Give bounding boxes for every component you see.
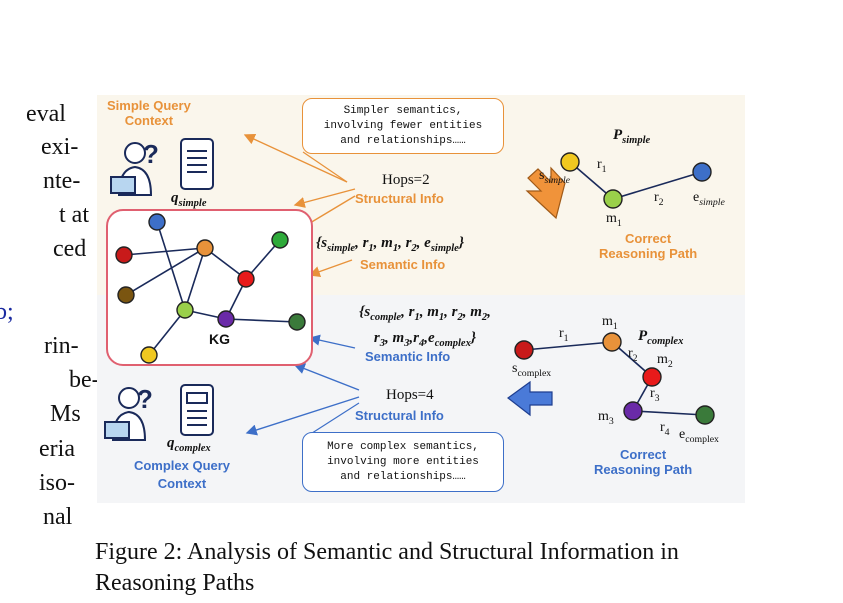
orange-block-arrow (525, 166, 566, 220)
document-icon-complex (180, 384, 214, 436)
kg-box (106, 209, 313, 366)
complex-reasoning-path (514, 332, 715, 425)
structural-info-simple: Structural Info (355, 191, 444, 206)
body-text-fragment: Ms (50, 401, 81, 427)
arrow-semantic-complex (308, 334, 356, 349)
person-icon-complex (104, 387, 147, 441)
body-text-fragment: ced (53, 236, 87, 262)
arrow-to-simple-context (243, 134, 348, 183)
body-text-fragment: nte- (43, 168, 81, 194)
simple-semantic-set: {ssimple, r1, m1, r2, esimple} (316, 235, 465, 254)
bubble-simple: Simpler semantics,involving fewer entiti… (302, 98, 504, 154)
complex-semantic-set: {scomple, r1, m1, r2, m2,r3, m3,r4,ecomp… (359, 304, 491, 349)
semantic-info-simple: Semantic Info (360, 257, 446, 272)
kg-label: KG (209, 331, 230, 347)
bubble-complex: More complex semantics,involving more en… (302, 432, 504, 492)
label-e-complex: ecomplex (679, 427, 719, 445)
structural-info-complex: Structural Info (355, 408, 444, 423)
label-m1-simple: m1 (606, 211, 622, 229)
q-simple-label: qsimple (171, 190, 207, 209)
body-text-fragment: eria (39, 436, 75, 462)
body-text-fragment: nal (43, 504, 73, 530)
label-r2-simple: r2 (654, 190, 664, 208)
body-text-fragment: eval (26, 101, 66, 127)
label-m3-complex: m3 (598, 409, 614, 427)
label-e-simple: esimple (693, 190, 725, 208)
svg-text:?: ? (137, 384, 153, 414)
body-text-fragment: be- (69, 367, 100, 393)
figure-caption: Figure 2: Analysis of Semantic and Struc… (95, 539, 679, 596)
label-s-complex: scomplex (512, 361, 552, 379)
body-text-fragment: exi- (41, 134, 79, 160)
simple-reasoning-path (560, 152, 712, 209)
body-text-fragment: 3b; (0, 299, 14, 325)
p-complex-label: Pcomplex (638, 328, 684, 347)
document-icon-simple (180, 138, 214, 190)
label-r3-complex: r3 (650, 386, 660, 404)
label-s-simple: ssimple (539, 168, 571, 186)
label-m1-complex: m1 (602, 314, 618, 332)
label-r4-complex: r4 (660, 420, 670, 438)
person-icon-simple (110, 142, 153, 196)
bubble-tail-complex (308, 402, 360, 436)
label-r2-complex: r2 (628, 346, 638, 364)
body-text-fragment: t at (59, 202, 89, 228)
figure-graphics: ? ? (104, 134, 715, 441)
arrow-to-kg-2 (293, 363, 360, 391)
semantic-info-complex: Semantic Info (365, 349, 451, 364)
hops-complex: Hops=4 (386, 387, 434, 403)
body-text-fragment: rin- (44, 333, 79, 359)
p-simple-label: Psimple (613, 127, 651, 146)
label-r1-complex: r1 (559, 326, 569, 344)
label-m2-complex: m2 (657, 352, 673, 370)
svg-text:?: ? (143, 139, 159, 169)
blue-block-arrow (506, 380, 553, 417)
arrow-to-q-complex (245, 396, 360, 436)
body-text-fragment: iso- (39, 470, 75, 496)
arrow-to-q-simple (293, 188, 356, 208)
arrow-semantic-simple (308, 259, 353, 277)
q-complex-label: qcomplex (167, 435, 211, 454)
bubble-tail-simple (302, 151, 348, 183)
hops-simple: Hops=2 (382, 172, 430, 188)
label-r1-simple: r1 (597, 157, 607, 175)
